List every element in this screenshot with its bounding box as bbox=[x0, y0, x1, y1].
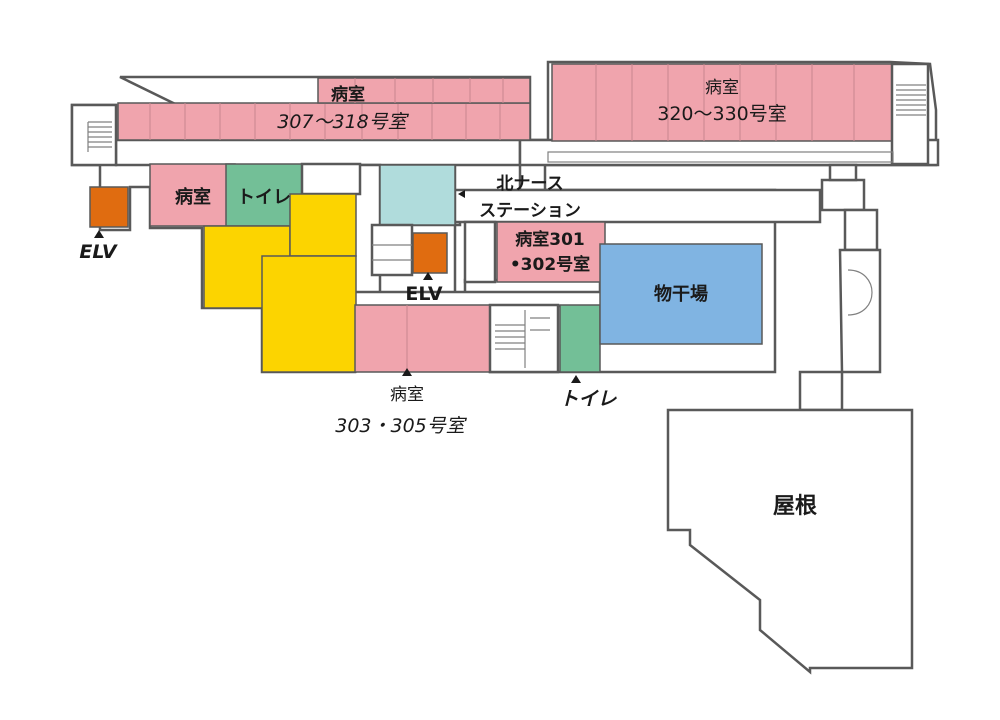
labels: 病室 307〜318号室 病室 320〜330号室 病室 トイレ ELV 北ナー… bbox=[79, 78, 817, 519]
corridors bbox=[114, 138, 940, 308]
ward-west-title: 病室 bbox=[175, 186, 211, 208]
west-block bbox=[89, 162, 362, 373]
elv-west-label: ELV bbox=[79, 241, 117, 263]
roof-outline bbox=[666, 408, 914, 675]
west-stairs bbox=[70, 103, 118, 167]
nurse-station-marker bbox=[458, 190, 465, 198]
ward-303-305-marker bbox=[402, 368, 412, 376]
drying-area-label: 物干場 bbox=[654, 283, 708, 305]
ward-307-318 bbox=[117, 77, 531, 141]
ward-320-330 bbox=[547, 62, 930, 166]
roof-label: 屋根 bbox=[773, 494, 817, 519]
nurse-station-line2: ステーション bbox=[479, 201, 581, 221]
toilet-south-marker bbox=[571, 375, 581, 383]
ward-303-305-rooms: 303・305号室 bbox=[335, 415, 468, 437]
ward-303-305-title: 病室 bbox=[390, 385, 424, 405]
nurse-station-line1: 北ナース bbox=[496, 174, 563, 194]
ward-301-302-line1: 病室301 bbox=[515, 229, 585, 250]
ward-301-302-line2: •302号室 bbox=[510, 254, 590, 275]
ward-307-318-rooms: 307〜318号室 bbox=[277, 111, 410, 133]
ward-307-318-title: 病室 bbox=[331, 84, 365, 105]
toilet-south-label: トイレ bbox=[559, 388, 617, 410]
ward-320-330-title: 病室 bbox=[705, 78, 739, 98]
elv-center-label: ELV bbox=[405, 283, 442, 305]
ward-320-330-rooms: 320〜330号室 bbox=[657, 103, 787, 125]
south-block bbox=[354, 243, 763, 374]
toilet-west-label: トイレ bbox=[237, 187, 291, 208]
elv-west-marker bbox=[94, 230, 104, 238]
elv-center-marker bbox=[423, 272, 433, 280]
central-block bbox=[370, 164, 606, 283]
